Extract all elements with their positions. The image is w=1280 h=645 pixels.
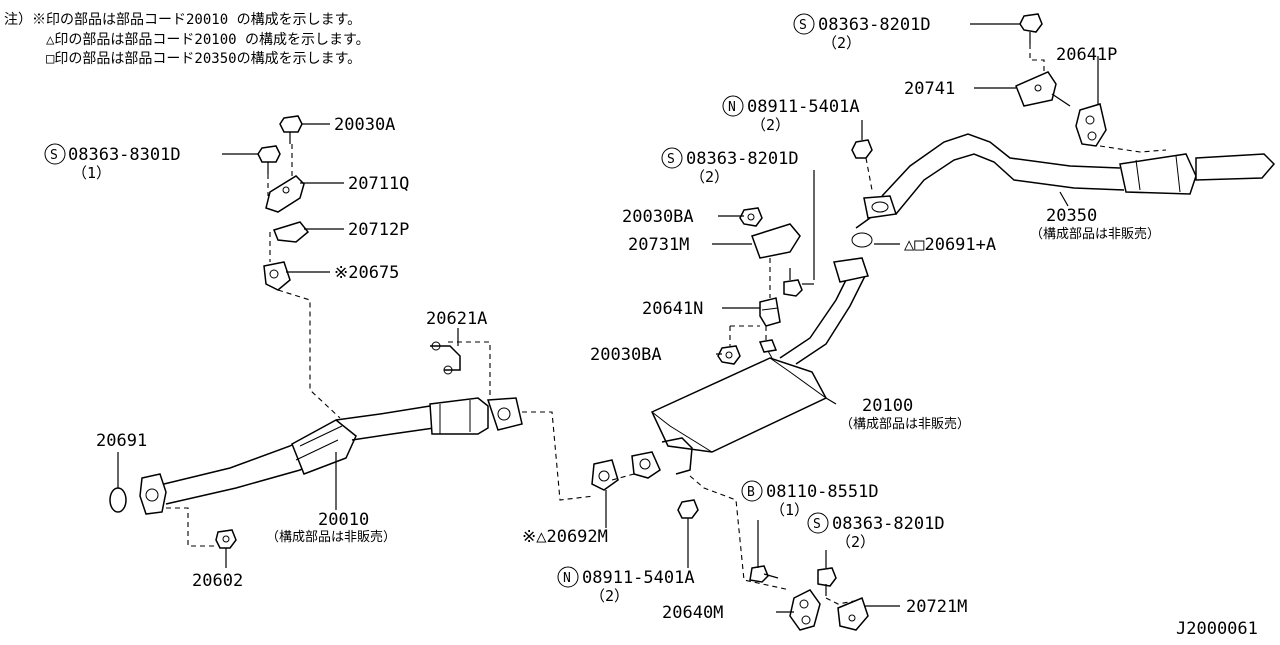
label-20641N: 20641N — [642, 299, 703, 319]
bolt-08363-8201D-bottom — [817, 567, 837, 596]
bracket-20721M — [837, 596, 869, 631]
prefix-circle-s-1 — [44, 143, 66, 165]
prefix-markers: S N B S S N S — [44, 13, 829, 588]
qty-08363-8201D-bottom: （2） — [836, 533, 875, 551]
label-20721M: 20721M — [906, 597, 967, 617]
qty-08911-5401A-top: （2） — [751, 116, 790, 134]
bracket-20741 — [1015, 71, 1071, 107]
prefix-s-bottom: S — [813, 517, 821, 532]
note-20010: （構成部品は非販売） — [266, 529, 396, 545]
nut-08911-5401A-top — [851, 139, 873, 159]
label-20640M: 20640M — [662, 603, 723, 623]
qty-08363-8201D-top: （2） — [822, 34, 861, 52]
bolt-08363-8201D-mid — [783, 268, 803, 297]
label-20711Q: 20711Q — [348, 174, 409, 194]
insulator-20675 — [263, 261, 291, 291]
nut-20030BA-upper — [739, 207, 763, 227]
bolt-08110-8551D — [749, 565, 779, 583]
nut-20030BA-lower — [717, 345, 741, 365]
qty-08363-8201D-mid: （2） — [690, 168, 729, 186]
hanger-20640M — [789, 589, 821, 631]
prefix-s-1: S — [50, 148, 58, 163]
label-20010: 20010 — [318, 510, 369, 530]
prefix-circle-s-mid — [661, 147, 683, 169]
label-08363-8301D: 08363-8301D — [68, 145, 181, 165]
label-20100: 20100 — [862, 396, 913, 416]
label-08363-8201D-mid: 08363-8201D — [686, 149, 799, 169]
assembly-lines — [166, 44, 1167, 605]
hanger-20641P — [1075, 103, 1107, 147]
gasket-20692M — [591, 459, 619, 491]
label-20350: 20350 — [1046, 206, 1097, 226]
prefix-circle-s-bottom — [807, 512, 829, 534]
label-08363-8201D-top: 08363-8201D — [818, 15, 931, 35]
rear-pipe-20350 — [833, 133, 1276, 283]
front-pipe-20010 — [139, 397, 523, 515]
note-line-3: □印の部品は部品コード20350の構成を示します。 — [46, 51, 361, 67]
label-20602: 20602 — [192, 571, 243, 591]
leader-lines — [117, 23, 1099, 613]
label-08363-8201D-bottom: 08363-8201D — [832, 514, 945, 534]
prefix-n-top: N — [728, 100, 736, 115]
label-20731M: 20731M — [628, 235, 689, 255]
label-20641P: 20641P — [1056, 45, 1117, 65]
label-08911-5401A-bottom: 08911-5401A — [582, 568, 695, 588]
prefix-circle-s-top — [793, 13, 815, 35]
qty-08363-8301D: （1） — [72, 164, 111, 182]
label-20030A: 20030A — [334, 115, 395, 135]
qty-08911-5401A-bottom: （2） — [590, 587, 629, 605]
nut-08911-5401A-bottom — [677, 499, 699, 519]
label-20692M: ※△20692M — [522, 527, 608, 547]
bracket-20712P — [273, 221, 310, 243]
label-20712P: 20712P — [348, 220, 409, 240]
center-muffler-20100 — [631, 267, 867, 479]
label-20030BA-upper: 20030BA — [622, 207, 694, 227]
prefix-s-top: S — [799, 18, 807, 33]
prefix-circle-n-top — [722, 95, 744, 117]
bracket-20711Q — [265, 175, 305, 213]
note-20100: （構成部品は非販売） — [840, 416, 970, 432]
bolt-20030A — [279, 115, 303, 144]
note-line-1: 注）※印の部品は部品コード20010 の構成を示します。 — [4, 12, 361, 28]
note-20350: （構成部品は非販売） — [1030, 226, 1160, 242]
label-20741: 20741 — [904, 79, 955, 99]
prefix-circle-n-bottom — [557, 566, 579, 588]
label-08911-5401A-top: 08911-5401A — [747, 97, 860, 117]
label-20691A: △□20691+A — [904, 235, 996, 255]
label-20030BA-lower: 20030BA — [590, 345, 662, 365]
prefix-circle-b — [741, 480, 763, 502]
notes-block: 注）※印の部品は部品コード20010 の構成を示します。 △印の部品は部品コード… — [4, 12, 370, 67]
prefix-s-mid: S — [667, 152, 675, 167]
label-20691: 20691 — [96, 431, 147, 451]
part-labels: 20030A 08363-8301D （1） 20711Q 20712P ※20… — [68, 15, 1160, 623]
prefix-b: B — [747, 485, 755, 500]
bolt-08363-8301D — [257, 145, 281, 174]
bracket-20731M — [751, 223, 801, 259]
note-line-2: △印の部品は部品コード20100 の構成を示します。 — [46, 32, 370, 48]
prefix-n-bottom: N — [563, 571, 571, 586]
nut-20602 — [215, 529, 237, 549]
label-20675: ※20675 — [334, 263, 399, 283]
figure-id: J2000061 — [1176, 619, 1258, 639]
clip-20621A — [430, 341, 461, 375]
gasket-20691 — [109, 487, 127, 513]
label-08110-8551D: 08110-8551D — [766, 482, 879, 502]
rubber-20641N — [759, 297, 781, 327]
bolt-08363-8201D-top — [1019, 13, 1043, 44]
qty-08110-8551D: （1） — [770, 501, 809, 519]
label-20621A: 20621A — [426, 309, 487, 329]
